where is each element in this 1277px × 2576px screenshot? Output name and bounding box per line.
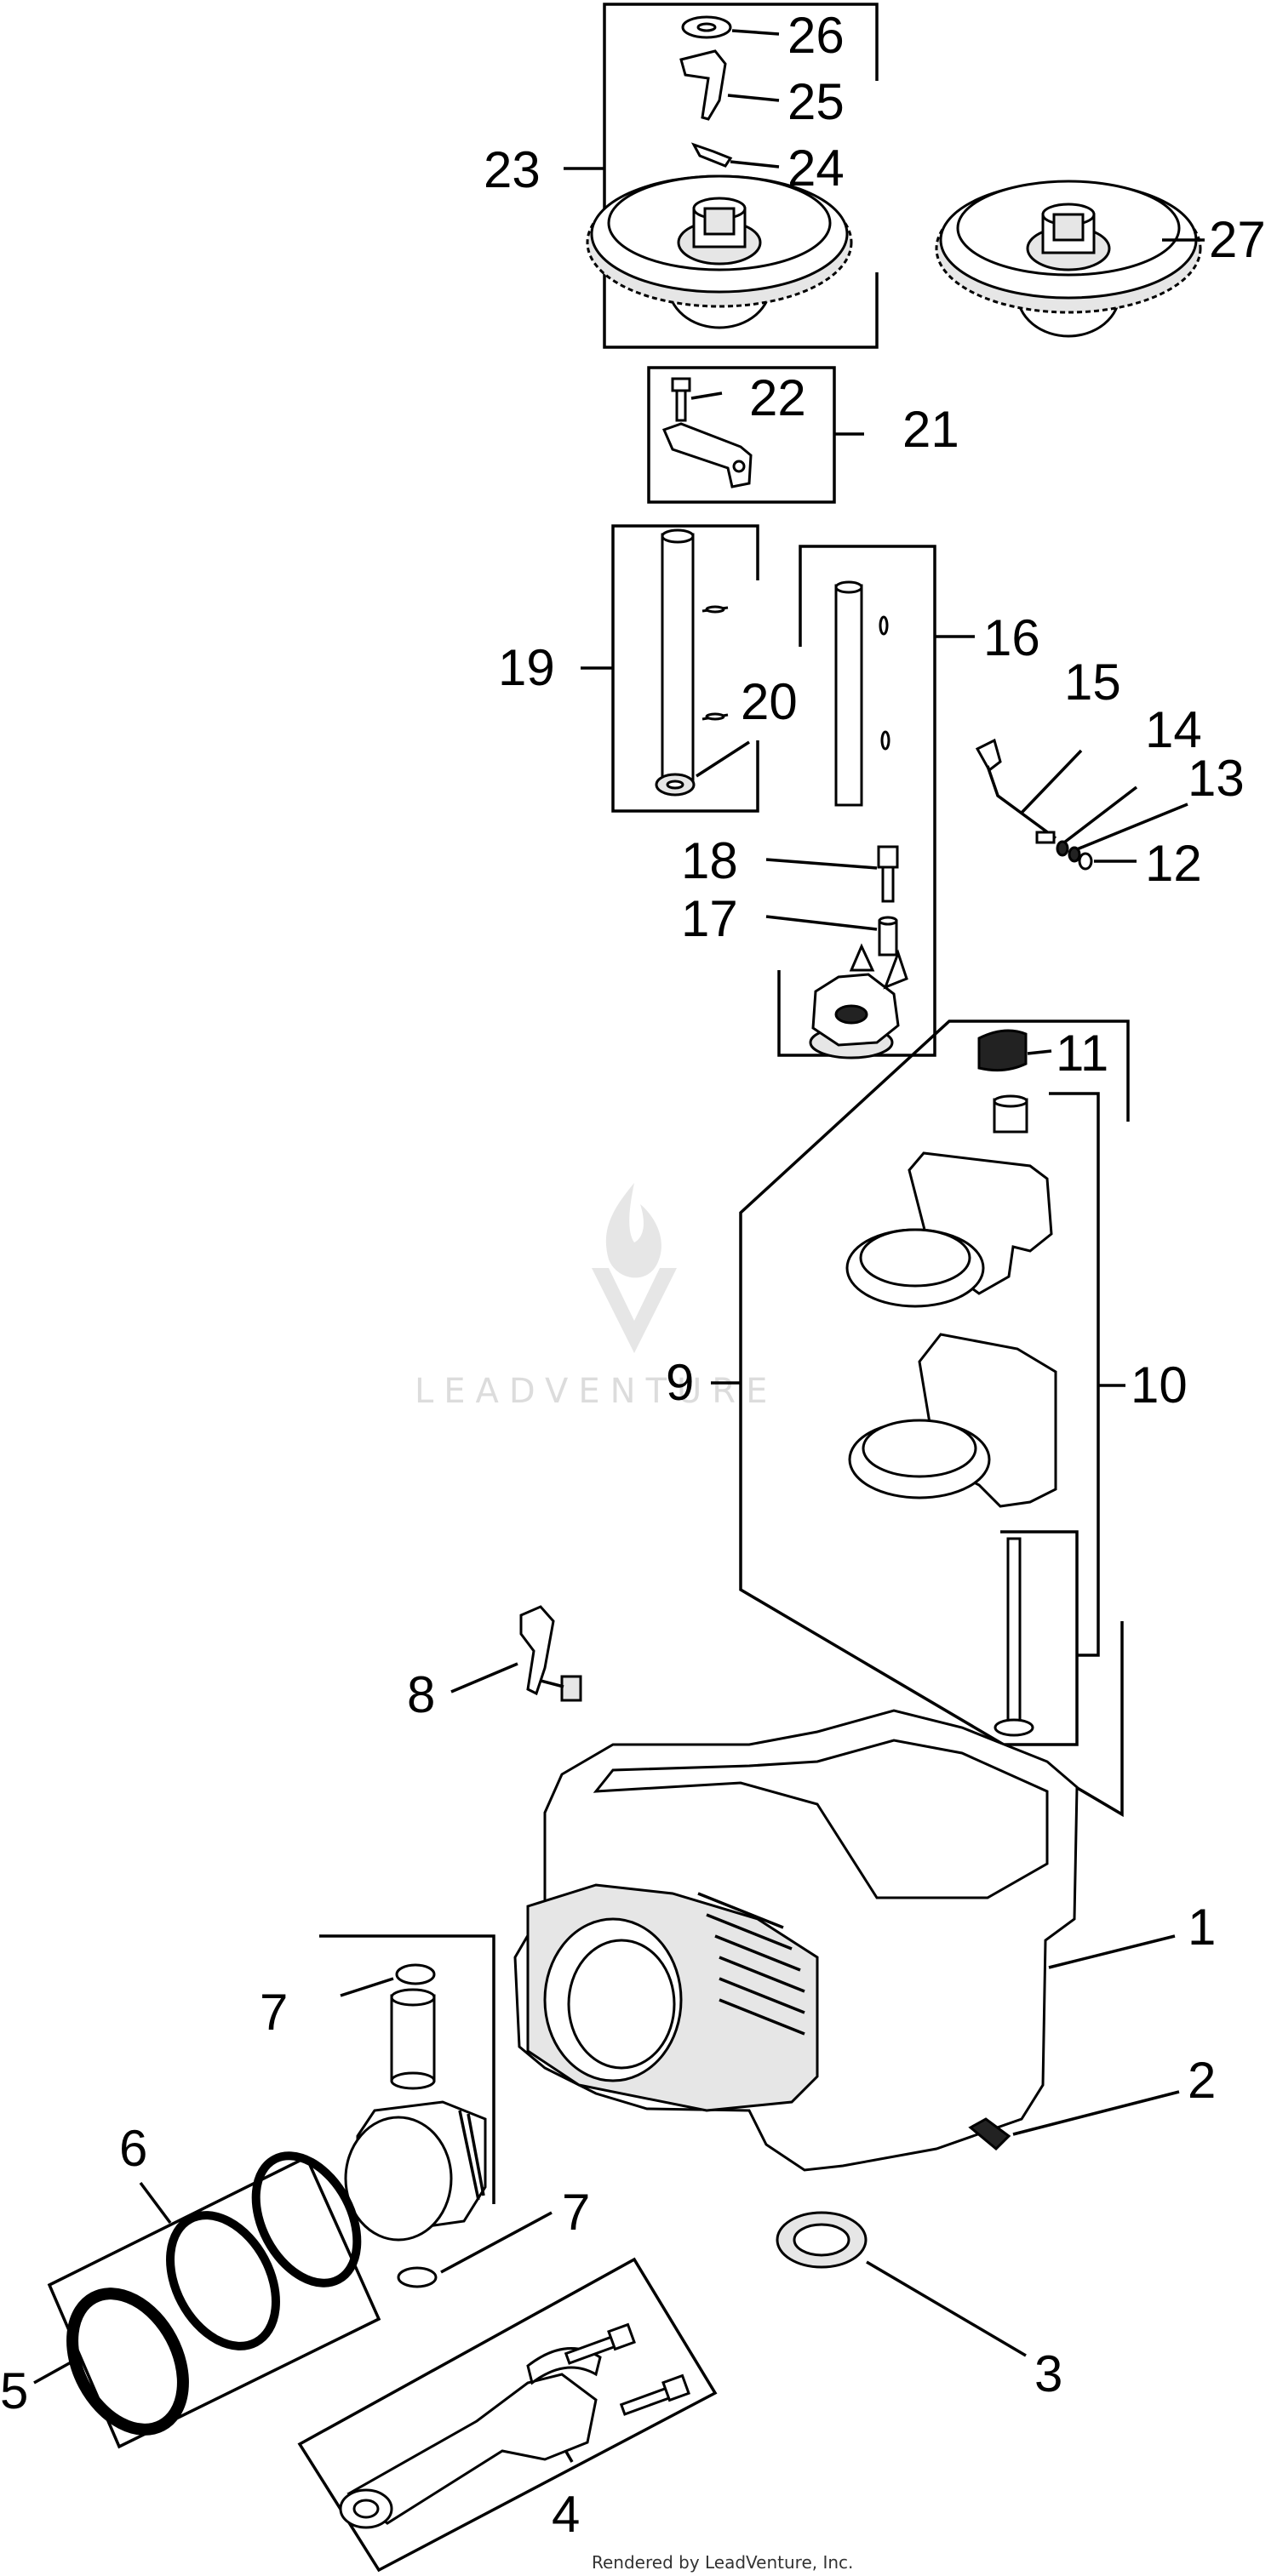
- part-16-governor-assembly: [809, 943, 908, 1060]
- part-7-circlip-top: [340, 1963, 436, 1997]
- callout-20: 20: [741, 673, 798, 730]
- group-9-frame: [711, 1020, 1130, 1818]
- callout-15: 15: [1064, 654, 1121, 711]
- callout-23: 23: [484, 141, 541, 198]
- callout-6: 6: [119, 2120, 147, 2177]
- part-14-washer: [1056, 785, 1138, 857]
- part-21-rocker-lever: [661, 422, 753, 488]
- part-7-circlip-bottom: [397, 2211, 553, 2288]
- group-16-frame: [777, 545, 975, 1057]
- callout-8: 8: [407, 1666, 435, 1723]
- part-15-linkage-rod: [975, 738, 1083, 844]
- part-10-valve-guide-lower: [848, 1333, 1057, 1508]
- part-2-plug: [968, 2090, 1180, 2151]
- callout-4: 4: [552, 2486, 580, 2543]
- callout-24: 24: [787, 140, 845, 197]
- group-21-frame: [647, 366, 864, 504]
- group-piston-frame: [319, 1934, 495, 2204]
- part-23-cam-gear: [586, 174, 853, 329]
- part-4-bolt-upper: [564, 2322, 636, 2365]
- callout-10: 10: [1131, 1357, 1188, 1414]
- part-10-valve: [994, 1537, 1034, 1737]
- part-19-shaft: [661, 528, 729, 781]
- part-3-oil-seal: [776, 2211, 1027, 2357]
- part-12-clip: [1078, 852, 1137, 871]
- part-1-crankcase: [513, 1709, 1176, 2172]
- part-16-shaft: [834, 580, 890, 807]
- part-8-breather-bracket: [450, 1605, 582, 1702]
- part-5-ring: [66, 2288, 189, 2436]
- callout-1: 1: [1188, 1899, 1216, 1956]
- callout-12: 12: [1145, 835, 1202, 892]
- part-27-cam-gear: [935, 180, 1205, 338]
- callout-11: 11: [1056, 1025, 1108, 1082]
- callout-3: 3: [1034, 2345, 1062, 2402]
- group-23-frame: [564, 3, 879, 349]
- callout-5: 5: [0, 2362, 28, 2419]
- callout-25: 25: [787, 73, 845, 130]
- group-10-frame: [1000, 1092, 1125, 1746]
- part-6-ring-upper: [251, 2151, 362, 2288]
- part-25-flyweight: [679, 49, 780, 121]
- callout-13: 13: [1188, 750, 1245, 807]
- part-10-valve-guide-upper: [845, 1151, 1053, 1308]
- part-26-washer: [681, 15, 780, 39]
- callout-26: 26: [787, 7, 845, 64]
- callout-9: 9: [666, 1354, 694, 1411]
- part-piston-pin: [390, 1988, 436, 2090]
- part-13-washer: [1068, 803, 1188, 863]
- callout-27: 27: [1209, 211, 1266, 268]
- part-10-spring-seat: [993, 1094, 1028, 1134]
- callout-7-bottom: 7: [562, 2184, 590, 2241]
- part-18-bolt: [765, 845, 899, 903]
- watermark: LEADVENTURE: [415, 1183, 777, 1411]
- part-24-pin: [690, 142, 780, 168]
- callout-18: 18: [681, 832, 738, 889]
- callout-16: 16: [983, 609, 1040, 666]
- part-11-cap: [977, 1029, 1052, 1072]
- watermark-text: LEADVENTURE: [415, 1372, 777, 1411]
- part-20-washer: [655, 740, 750, 797]
- part-6-ring-middle: [166, 2211, 280, 2350]
- part-piston: [344, 2100, 487, 2242]
- flame-chevron-logo: [592, 1183, 677, 1353]
- part-17-pin: [765, 915, 898, 957]
- callout-17: 17: [681, 890, 738, 947]
- callout-19: 19: [498, 639, 555, 696]
- render-credit: Rendered by LeadVenture, Inc.: [592, 2552, 853, 2573]
- callout-7-top: 7: [260, 1984, 288, 2041]
- group-19-frame: [581, 524, 759, 813]
- part-4-bolt-lower: [619, 2373, 690, 2416]
- part-22-bolt: [671, 377, 723, 422]
- callout-21: 21: [902, 401, 959, 458]
- callout-14: 14: [1145, 701, 1202, 758]
- callout-2: 2: [1188, 2052, 1216, 2109]
- callout-22: 22: [749, 369, 806, 426]
